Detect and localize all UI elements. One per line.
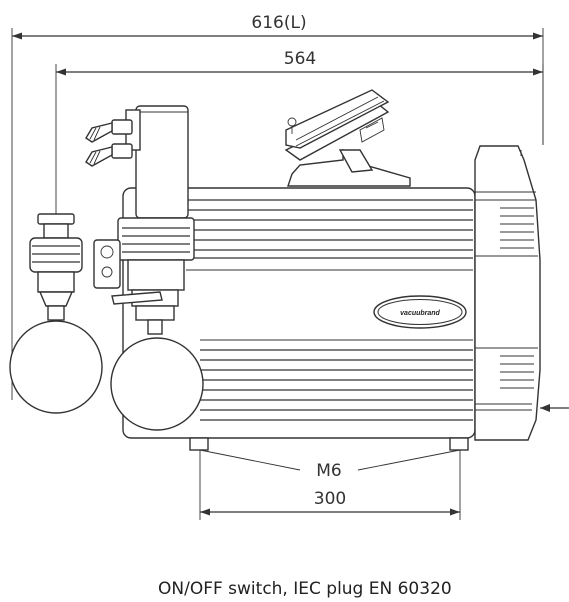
right-separator-flask xyxy=(110,289,204,431)
control-panel xyxy=(284,89,411,187)
brand-badge: vacuubrand xyxy=(373,295,467,329)
body-length-dimension: 564 xyxy=(55,49,544,300)
cooling-fins-upper xyxy=(186,199,473,259)
overall-length-dimension: 616(L) xyxy=(11,13,544,400)
hose-connectors xyxy=(85,119,133,167)
left-separator-flask xyxy=(9,213,103,414)
motor-end-cap xyxy=(474,145,541,441)
foot-thread-callout: M6 xyxy=(199,449,461,481)
pump-head xyxy=(93,105,195,291)
cooling-fins-lower xyxy=(200,349,473,421)
foot-thread-label: M6 xyxy=(316,461,341,481)
plug-arrow xyxy=(540,404,569,412)
body-length-label: 564 xyxy=(284,49,316,69)
brand-logo-text: vacuubrand xyxy=(400,310,440,317)
foot-spacing-label: 300 xyxy=(314,489,346,509)
caption: ON/OFF switch, IEC plug EN 60320 xyxy=(158,579,452,599)
foot-spacing-dimension: 300 xyxy=(199,450,461,520)
motor-body xyxy=(122,187,476,439)
mounting-feet xyxy=(189,437,469,451)
overall-length-label: 616(L) xyxy=(251,13,306,33)
